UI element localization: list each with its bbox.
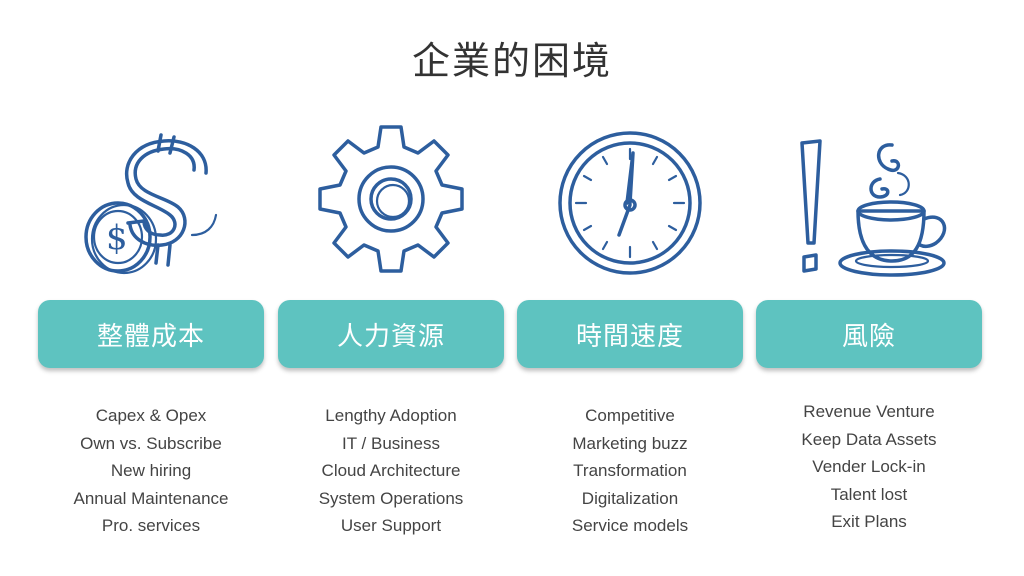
category-time: 時間速度 — [517, 300, 743, 368]
cost-list: Capex & Opex Own vs. Subscribe New hirin… — [36, 402, 266, 540]
risk-list: Revenue Venture Keep Data Assets Vender … — [754, 398, 984, 536]
clock-icon — [515, 110, 745, 290]
column-time: 時間速度 Competitive Marketing buzz Transfor… — [515, 110, 745, 540]
exclamation-coffee-icon — [754, 110, 984, 290]
list-item: User Support — [340, 516, 442, 535]
money-icon: $ — [36, 110, 266, 290]
svg-text:$: $ — [106, 218, 128, 258]
column-hr: 人力資源 Lengthy Adoption IT / Business Clou… — [276, 110, 506, 540]
list-item: Vender Lock-in — [812, 457, 926, 476]
list-item: Digitalization — [581, 488, 679, 508]
list-item: Capex & Opex — [95, 406, 207, 425]
list-item: Service models — [571, 516, 689, 535]
list-item: Competitive — [585, 406, 675, 425]
page-title: 企業的困境 — [411, 39, 612, 83]
list-item: Transformation — [573, 461, 687, 480]
list-item: Pro. services — [101, 516, 201, 535]
time-list: Competitive Marketing buzz Transformatio… — [515, 402, 745, 540]
category-hr: 人力資源 — [278, 300, 504, 368]
list-item: IT / Business — [342, 433, 440, 453]
list-item: Exit Plans — [831, 512, 907, 531]
list-item: Cloud Architecture — [321, 461, 461, 480]
list-item: Lengthy Adoption — [325, 406, 457, 425]
list-item: Keep Data Assets — [801, 429, 937, 449]
column-cost: $ 整體成本 Capex & Opex Own vs. Subscribe Ne… — [36, 110, 266, 540]
list-item: Revenue Venture — [803, 402, 935, 421]
category-cost: 整體成本 — [38, 300, 264, 368]
gear-icon — [276, 110, 506, 290]
list-item: New hiring — [110, 461, 192, 480]
column-risk: 風險 Revenue Venture Keep Data Assets Vend… — [754, 110, 984, 536]
category-risk: 風險 — [756, 300, 982, 368]
list-item: Own vs. Subscribe — [80, 433, 222, 453]
list-item: Annual Maintenance — [73, 488, 229, 508]
list-item: Talent lost — [830, 484, 908, 504]
list-item: Marketing buzz — [572, 433, 688, 453]
hr-list: Lengthy Adoption IT / Business Cloud Arc… — [276, 402, 506, 540]
list-item: System Operations — [318, 488, 464, 508]
